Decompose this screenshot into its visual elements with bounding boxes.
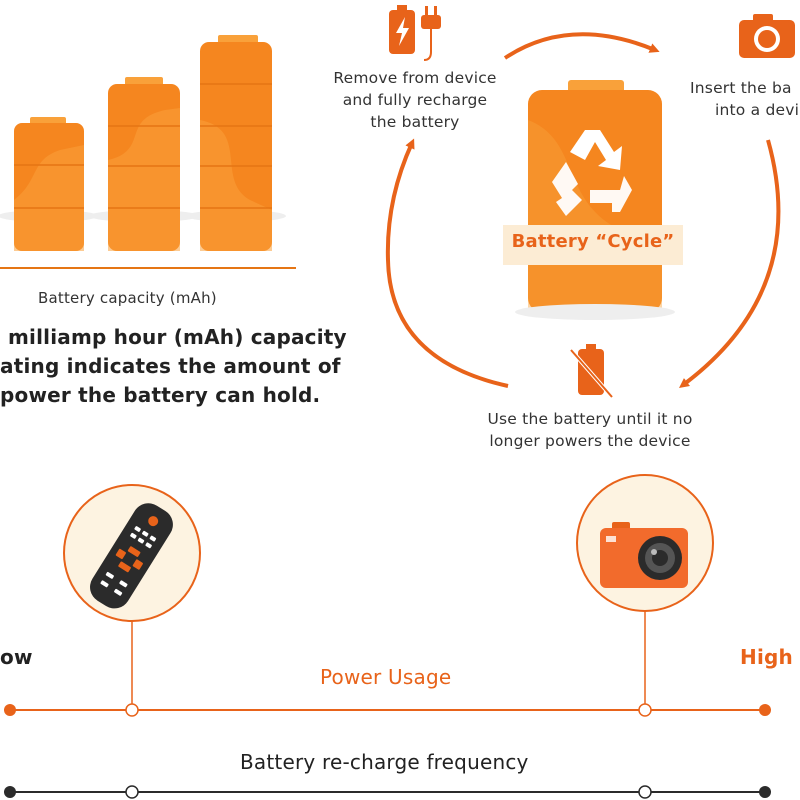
empty-battery-icon	[569, 344, 614, 399]
recycle-icon	[552, 130, 632, 216]
high-label: High	[740, 645, 793, 669]
frequency-scale	[4, 785, 771, 799]
arrow-left	[385, 138, 509, 388]
description-line-1: milliamp hour (mAh) capacity	[8, 325, 347, 349]
capacity-axis-label: Battery capacity (mAh)	[38, 289, 217, 307]
plug-icon	[421, 6, 441, 61]
power-usage-label: Power Usage	[320, 665, 452, 689]
battery-small-icon	[14, 117, 84, 251]
usage-scale	[4, 474, 771, 717]
cycle-arrows	[385, 32, 781, 388]
step-recharge-label: Remove from device and fully recharge th…	[333, 69, 497, 131]
camera-icon	[739, 14, 795, 58]
camera-device-circle	[576, 474, 714, 612]
low-label: ow	[0, 645, 33, 669]
arrow-right	[678, 139, 781, 388]
capacity-description: milliamp hour (mAh) capacity ating indic…	[0, 323, 347, 410]
battery-large-icon	[200, 35, 272, 251]
remote-device-circle	[63, 484, 201, 622]
battery-cycle-label: Battery “Cycle”	[511, 231, 675, 252]
description-line-2: ating indicates the amount of	[0, 354, 341, 378]
remote-control-icon	[90, 503, 173, 609]
step-insert-label: Insert the ba into a devi	[690, 79, 800, 119]
capacity-batteries	[0, 35, 296, 269]
battery-medium-icon	[108, 77, 180, 251]
arrow-top	[503, 32, 660, 60]
recharge-frequency-label: Battery re-charge frequency	[240, 750, 529, 774]
charging-battery-icon	[389, 5, 415, 54]
description-line-3: power the battery can hold.	[0, 383, 321, 407]
recycle-battery-icon	[503, 80, 683, 320]
step-use-label: Use the battery until it no longer power…	[487, 410, 693, 450]
camera-device-icon	[600, 522, 688, 588]
